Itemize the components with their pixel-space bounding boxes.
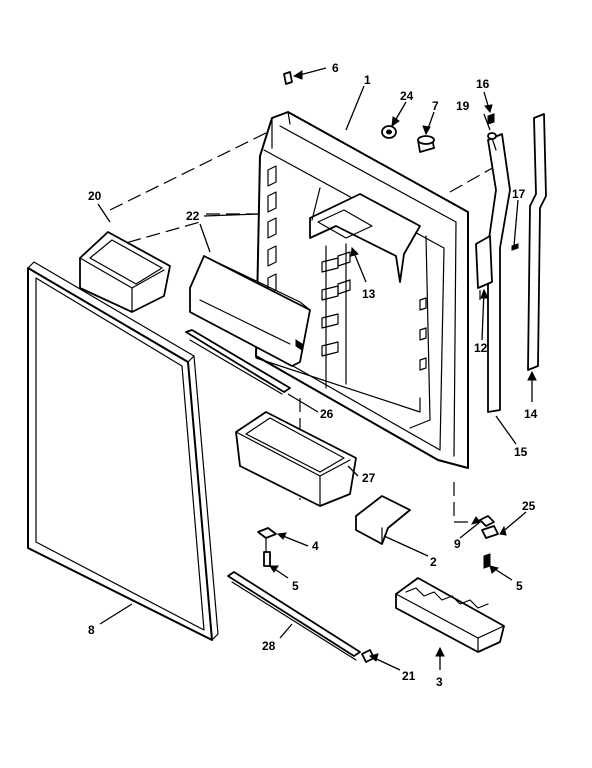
callout-20: 20: [88, 189, 102, 203]
button-7-part: [417, 135, 435, 153]
cap-24-part: [381, 125, 397, 139]
liner-center-ladder: [321, 243, 351, 389]
callout-22: 22: [186, 209, 200, 223]
hinge-bracket-part: [487, 133, 511, 413]
callout-labels: 6 1 24 7 16 19 20 22 17 13 12 14 26 15 2…: [88, 61, 538, 689]
arrow-heads: [269, 70, 537, 662]
door-bin-small-part: [79, 231, 171, 313]
callout-19: 19: [456, 99, 470, 113]
callout-2: 2: [430, 555, 437, 569]
door-gasket-part: [27, 261, 219, 641]
dairy-door-part: [189, 255, 311, 367]
callout-3: 3: [436, 675, 443, 689]
small-screw-part: [511, 243, 519, 251]
callout-25: 25: [522, 499, 536, 513]
screw-right-part: [483, 553, 491, 569]
callout-8: 8: [88, 623, 95, 637]
callout-16: 16: [476, 77, 490, 91]
callout-14: 14: [524, 407, 538, 421]
screw-left-part: [263, 551, 271, 567]
gasket-strip-part: [227, 571, 361, 661]
hinge-pin-part: [257, 527, 277, 545]
door-liner-part: [255, 111, 469, 469]
trim-strip-part: [185, 329, 291, 395]
callout-17: 17: [512, 187, 526, 201]
callout-28: 28: [262, 639, 276, 653]
callout-24: 24: [400, 89, 414, 103]
bracket-part: [355, 495, 411, 545]
callout-5-right: 5: [516, 579, 523, 593]
dairy-shelf-part: [309, 187, 421, 283]
callout-7: 7: [432, 99, 439, 113]
vertical-seal-part: [527, 113, 547, 371]
screw-16-part: [487, 113, 495, 125]
door-bin-large-part: [235, 411, 357, 507]
screw-6-part: [283, 71, 293, 85]
callout-4: 4: [312, 539, 319, 553]
callout-1: 1: [364, 73, 371, 87]
callout-9: 9: [454, 537, 461, 551]
callout-13: 13: [362, 287, 376, 301]
liner-shelf-supports: [267, 165, 277, 295]
liner-right-notches: [419, 297, 427, 371]
egg-tray-part: [395, 577, 505, 653]
callout-21: 21: [402, 669, 416, 683]
callout-26: 26: [320, 407, 334, 421]
callout-27: 27: [362, 471, 376, 485]
bottom-hinge-25-part: [481, 525, 499, 539]
hinge-plate-part: [475, 235, 493, 289]
callout-5-left: 5: [292, 579, 299, 593]
washer-19-part: [487, 132, 497, 140]
callout-6: 6: [332, 61, 339, 75]
callout-15: 15: [514, 445, 528, 459]
leader-lines: [97, 67, 533, 671]
callout-12: 12: [474, 341, 488, 355]
bushing-9-part: [479, 515, 495, 527]
